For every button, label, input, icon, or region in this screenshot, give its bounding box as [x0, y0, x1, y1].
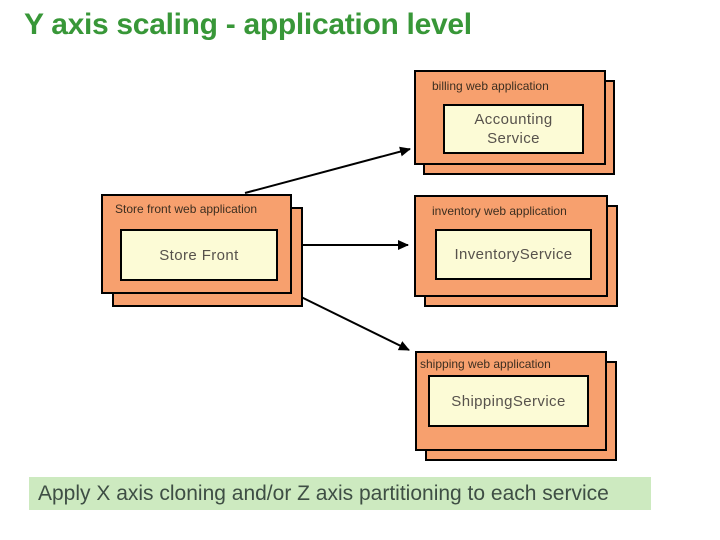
inventory-app-label: inventory web application	[432, 204, 567, 218]
billing-service-box: Accounting Service	[443, 104, 584, 154]
billing-app-box: billing web application Accounting Servi…	[414, 70, 606, 165]
billing-service-label: Accounting Service	[474, 111, 553, 147]
store-front-app-label: Store front web application	[115, 202, 258, 216]
inventory-service-label: InventoryService	[454, 246, 573, 263]
inventory-service-box: InventoryService	[435, 229, 592, 280]
arrow-store-front-to-billing	[244, 146, 411, 194]
slide-title: Y axis scaling - application level	[24, 8, 472, 41]
store-front-app-box: Store front web application Store Front	[101, 194, 292, 294]
caption-bar: Apply X axis cloning and/or Z axis parti…	[29, 477, 651, 510]
shipping-service-label: ShippingService	[451, 392, 566, 410]
inventory-app-box: inventory web application InventoryServi…	[414, 195, 608, 297]
store-front-service-label: Store Front	[159, 246, 239, 264]
shipping-app-label: shipping web application	[420, 357, 551, 371]
caption-text: Apply X axis cloning and/or Z axis parti…	[38, 481, 609, 505]
store-front-service-box: Store Front	[120, 229, 278, 281]
billing-app-label: billing web application	[432, 79, 549, 93]
shipping-service-box: ShippingService	[428, 375, 589, 427]
arrow-store-front-to-shipping	[294, 293, 410, 351]
shipping-app-box: shipping web application ShippingService	[415, 351, 607, 451]
